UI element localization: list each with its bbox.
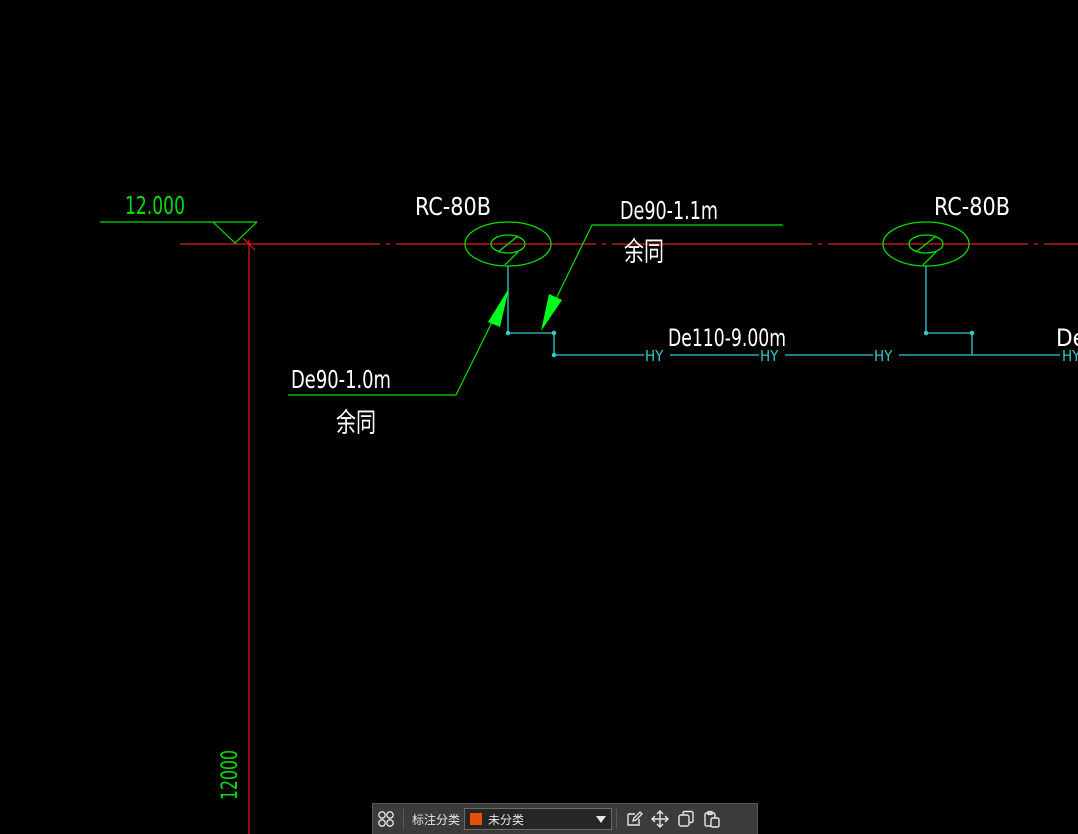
pipe-tag-2: HY: [760, 347, 779, 365]
leader-2: De90-1.1m 余同: [541, 196, 783, 331]
move-icon[interactable]: [647, 806, 673, 832]
grid-icon[interactable]: [373, 806, 399, 832]
pipe-tag-3: HY: [874, 347, 893, 365]
elevation-mark: 12.000: [100, 191, 258, 244]
roof-drain-symbol-1: RC-80B: [415, 192, 552, 267]
pipe-tag-4-clipped: HY: [1062, 347, 1078, 365]
roof-drain-symbol-2: RC-80B: [882, 192, 1010, 267]
toolbar-separator: [616, 809, 618, 829]
category-color-swatch: [469, 812, 484, 826]
category-label: 标注分类: [412, 812, 461, 827]
annotation-toolbar: 标注分类 未分类: [372, 803, 758, 834]
drain-pipe-network: [505, 266, 1060, 358]
pipe-tag-1: HY: [645, 347, 664, 365]
copy-icon[interactable]: [673, 806, 699, 832]
dimension-text: 12000: [218, 750, 243, 800]
dimension-tick: [242, 237, 256, 251]
pipe-size-label-clipped: De: [1056, 324, 1078, 352]
paste-icon[interactable]: [699, 806, 725, 832]
leader-1-note-text: 余同: [336, 408, 376, 439]
drain-2-label: RC-80B: [934, 192, 1010, 221]
category-selected-value: 未分类: [488, 812, 525, 827]
category-dropdown[interactable]: 未分类: [464, 808, 613, 830]
edit-icon[interactable]: [621, 806, 647, 832]
drain-1-label: RC-80B: [415, 192, 491, 221]
elevation-text: 12.000: [125, 191, 185, 220]
leader-1-size-text: De90-1.0m: [291, 365, 391, 394]
pipe-size-label: De110-9.00m: [668, 324, 786, 352]
leader-1: De90-1.0m 余同: [288, 288, 509, 439]
leader-2-note-text: 余同: [624, 237, 664, 268]
chevron-down-icon: [596, 816, 607, 823]
toolbar-separator: [403, 809, 404, 829]
leader-2-size-text: De90-1.1m: [620, 196, 718, 225]
